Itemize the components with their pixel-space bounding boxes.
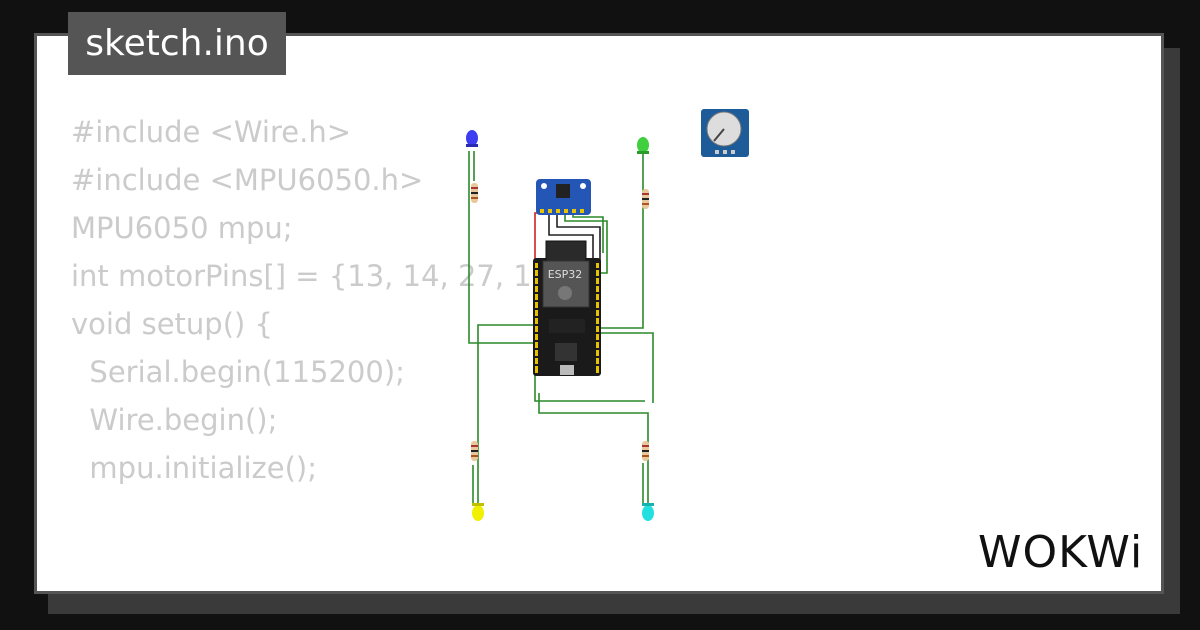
resistors	[471, 183, 649, 461]
code-line: mpu.initialize();	[71, 451, 317, 485]
code-line: void setup() {	[71, 307, 273, 341]
led-green[interactable]	[637, 137, 649, 154]
wire-green-led	[595, 151, 644, 329]
esp32-board[interactable]: ESP32	[533, 240, 601, 376]
led-cyan[interactable]	[642, 503, 654, 521]
potentiometer[interactable]	[701, 109, 749, 157]
wokwi-wordmark: WOKWi	[978, 527, 1143, 578]
wire-cyan-led	[538, 393, 649, 503]
wokwi-logo: WOKWi	[978, 527, 1143, 578]
code-line: #include <MPU6050.h>	[71, 163, 424, 197]
resistor	[642, 189, 649, 209]
resistor	[642, 441, 649, 461]
usb-port	[560, 365, 574, 375]
code-line: Wire.begin();	[71, 403, 278, 437]
board-label: ESP32	[548, 268, 583, 281]
code-line: Serial.begin(115200);	[71, 355, 405, 389]
wire-blue-led	[468, 151, 539, 344]
mpu6050-module[interactable]	[536, 179, 591, 215]
espressif-logo-icon	[558, 286, 572, 300]
code-background: #include <Wire.h> #include <MPU6050.h> MPU…	[71, 108, 578, 492]
file-name-tab: sketch.ino	[68, 12, 286, 75]
led-yellow[interactable]	[472, 503, 484, 521]
circuit-diagram: ESP32	[466, 109, 749, 521]
wire-yellow-led	[477, 324, 539, 503]
preview-card: #include <Wire.h> #include <MPU6050.h> MPU…	[34, 33, 1164, 594]
led-blue[interactable]	[466, 130, 478, 147]
resistor	[471, 183, 478, 203]
antenna	[545, 240, 587, 264]
resistor	[471, 441, 478, 461]
code-line: #include <Wire.h>	[71, 115, 352, 149]
code-line: MPU6050 mpu;	[71, 211, 293, 245]
